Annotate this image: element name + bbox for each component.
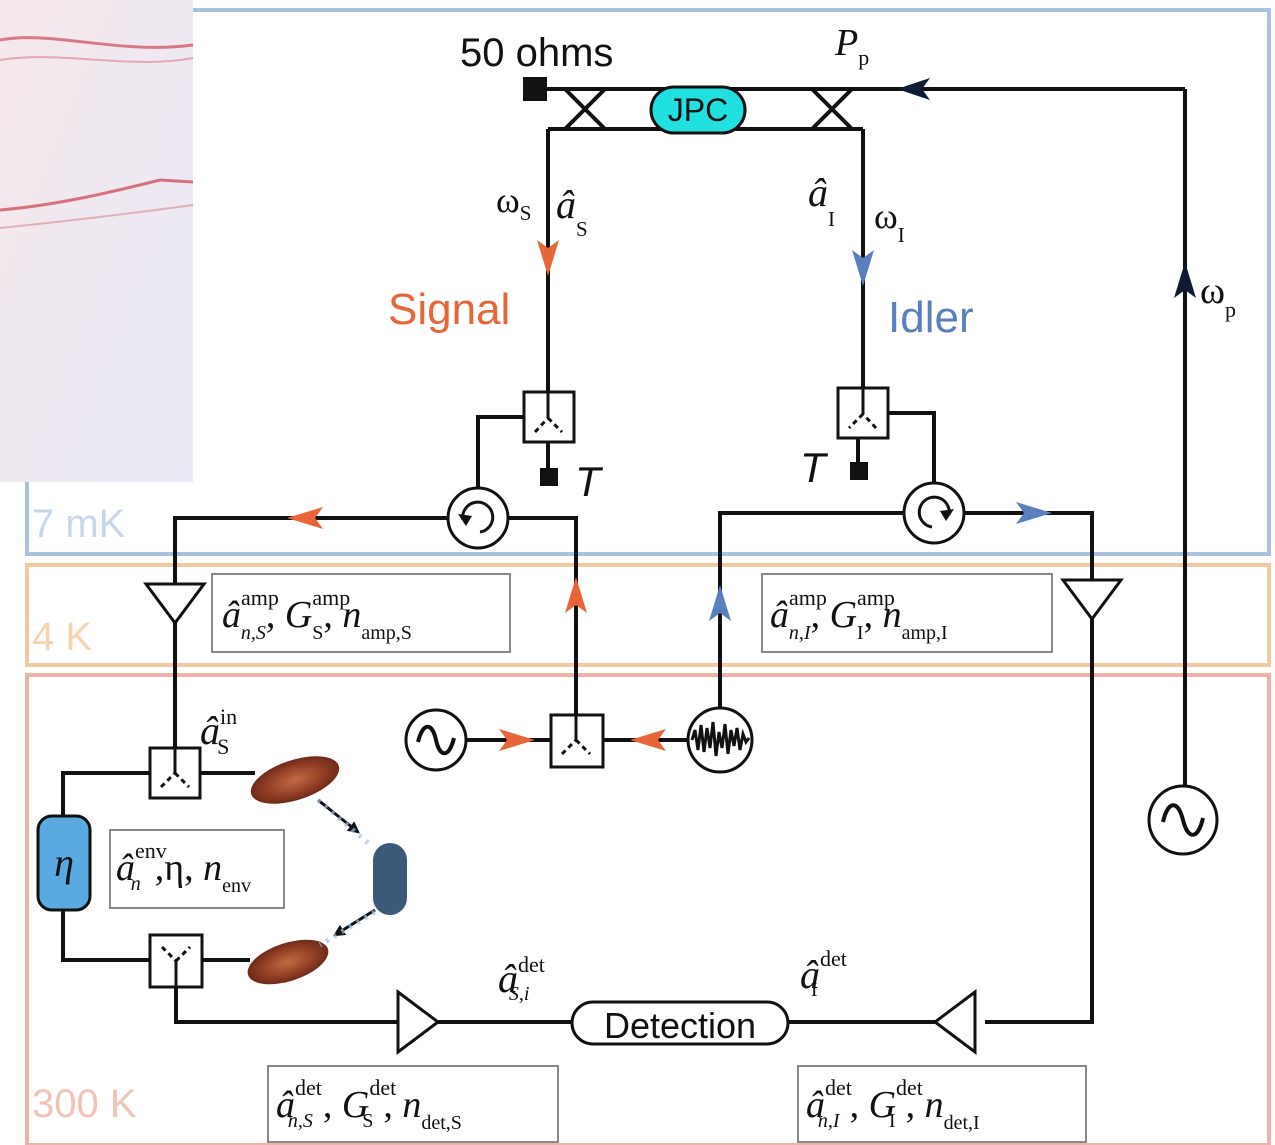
idler-freq-label: ωI — [874, 196, 905, 247]
idler-hemt-amplifier — [1060, 578, 1124, 622]
idler-op-label: âI — [808, 170, 835, 231]
idler-branch: âI ωI Idler T — [709, 129, 1124, 1024]
eta-label: η — [54, 840, 74, 885]
idler-thermal-load — [850, 462, 868, 480]
signal-branch: ωS âS Signal T — [143, 129, 604, 748]
pump-power-label: Pp — [834, 22, 869, 70]
zone-300k-frame — [25, 673, 1271, 1145]
load-50-ohm — [523, 77, 547, 101]
signal-circulator — [446, 486, 510, 550]
signal-label: Signal — [388, 285, 510, 334]
signal-thermal-label: T — [575, 458, 604, 505]
jpc-label: JPC — [668, 92, 728, 128]
source-arrow-right — [499, 729, 535, 751]
zone-4k-frame — [25, 563, 1271, 667]
idler-label: Idler — [888, 293, 974, 342]
signal-op-label: âS — [556, 182, 588, 241]
photo-inset — [0, 0, 194, 482]
zone-7mk-frame — [25, 8, 1271, 556]
pump-arrow-top — [897, 78, 930, 100]
signal-arrow-up — [565, 577, 587, 613]
pump-arrow-up — [1174, 262, 1196, 298]
idler-arrow-down — [852, 250, 874, 286]
pump-freq-label: ωp — [1200, 270, 1236, 322]
zone-label-4k: 4 K — [32, 615, 92, 659]
signal-thermal-load — [540, 468, 558, 486]
jpc-section: 50 ohms JPC Pp — [460, 22, 1185, 135]
noise-arrow-left — [630, 729, 666, 751]
pump-line: ωp — [1147, 89, 1236, 856]
signal-freq-label: ωS — [496, 180, 531, 225]
detection-box — [570, 1000, 790, 1046]
signal-hemt-amplifier — [143, 582, 207, 626]
idler-thermal-label: T — [800, 444, 829, 491]
load-label: 50 ohms — [460, 31, 613, 75]
zone-label-300k: 300 K — [32, 1082, 137, 1126]
detection-label: Detection — [604, 1005, 756, 1046]
detect-idler-amplifier — [932, 989, 977, 1055]
transmit-antenna — [250, 756, 340, 804]
signal-arrow-left — [287, 507, 323, 529]
signal-arrow-down — [537, 240, 559, 276]
zone-label-7mk: 7 mK — [32, 502, 126, 546]
idler-arrow-up — [709, 585, 731, 621]
idler-circulator — [902, 481, 966, 545]
receive-antenna — [247, 939, 329, 985]
jpc-amplifier — [649, 85, 747, 135]
eta-beamsplitter — [36, 814, 92, 912]
room-temp-sources — [404, 706, 754, 774]
idler-arrow-right — [1016, 502, 1052, 524]
detect-signal-amplifier — [396, 989, 441, 1055]
target-object — [373, 843, 407, 915]
